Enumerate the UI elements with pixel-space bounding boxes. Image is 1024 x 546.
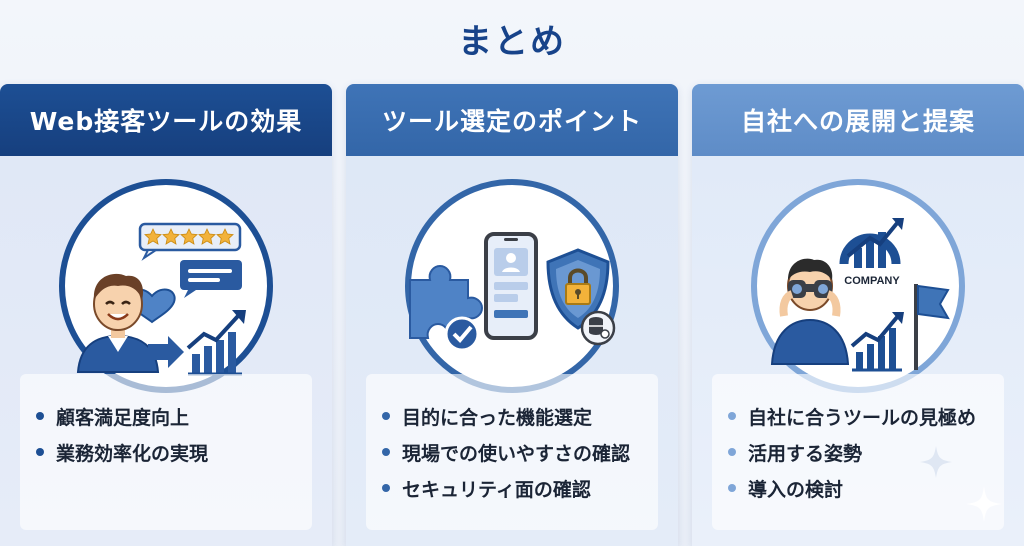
list-item: 顧客満足度向上 xyxy=(36,398,312,434)
list-item-text: 業務効率化の実現 xyxy=(56,442,209,465)
growth-chart-icon xyxy=(850,312,904,372)
person-icon xyxy=(76,273,160,373)
bullet-dot xyxy=(36,448,44,456)
list-item-text: 導入の検討 xyxy=(748,478,844,501)
list-item-text: 現場での使いやすさの確認 xyxy=(402,442,631,465)
illustration-tool-selection xyxy=(402,176,622,396)
point-list-box: 顧客満足度向上 業務効率化の実現 xyxy=(20,374,312,530)
flag-icon xyxy=(914,284,950,370)
list-item-text: 顧客満足度向上 xyxy=(56,406,190,429)
list-item: 現場での使いやすさの確認 xyxy=(382,434,658,470)
list-item: 自社に合うツールの見極め xyxy=(728,398,1004,434)
list-item: セキュリティ面の確認 xyxy=(382,470,658,506)
illustration-circle xyxy=(405,179,619,393)
list-item-text: セキュリティ面の確認 xyxy=(402,478,591,501)
sparkle-icon xyxy=(920,446,952,478)
bullet-dot xyxy=(382,484,390,492)
bullet-dot xyxy=(728,448,736,456)
illustration-company-deployment: COMPANY xyxy=(748,176,968,396)
speech-bubble-icon xyxy=(180,260,242,298)
list-item-text: 活用する姿勢 xyxy=(748,442,863,465)
card-web-customer-tool-effect: Web接客ツールの効果 xyxy=(0,84,332,546)
card-tool-selection-points: ツール選定のポイント xyxy=(346,84,678,546)
list-item: 目的に合った機能選定 xyxy=(382,398,658,434)
arrow-right-icon xyxy=(136,336,184,368)
card-heading: 自社への展開と提案 xyxy=(692,84,1024,156)
bullet-dot xyxy=(36,412,44,420)
card-heading: Web接客ツールの効果 xyxy=(0,84,332,156)
illustration-customer-service xyxy=(56,176,276,396)
list-item-text: 自社に合うツールの見極め xyxy=(748,406,977,429)
card-heading: ツール選定のポイント xyxy=(346,84,678,156)
person-binoculars-icon xyxy=(770,258,850,365)
page-title: まとめ xyxy=(458,22,566,62)
company-logo-icon: COMPANY xyxy=(839,218,904,287)
star-rating-icon xyxy=(138,222,242,261)
company-logo-text: COMPANY xyxy=(844,275,900,287)
illustration-circle: COMPANY xyxy=(751,179,965,393)
illustration-circle xyxy=(59,179,273,393)
database-icon xyxy=(580,310,616,346)
bullet-dot xyxy=(382,412,390,420)
shield-lock-icon xyxy=(546,248,610,330)
list-item: 業務効率化の実現 xyxy=(36,434,312,470)
bullet-dot xyxy=(728,412,736,420)
list-item: 導入の検討 xyxy=(728,470,1004,506)
checkmark-icon xyxy=(444,316,480,352)
list-item: 活用する姿勢 xyxy=(728,434,1004,470)
bullet-dot xyxy=(382,448,390,456)
point-list-box: 自社に合うツールの見極め 活用する姿勢 導入の検討 xyxy=(712,374,1004,530)
point-list-box: 目的に合った機能選定 現場での使いやすさの確認 セキュリティ面の確認 xyxy=(366,374,658,530)
smartphone-icon xyxy=(484,232,538,340)
sparkle-icon xyxy=(966,486,1002,522)
card-company-deployment: 自社への展開と提案 COMPANY xyxy=(692,84,1024,546)
list-item-text: 目的に合った機能選定 xyxy=(402,406,593,429)
bullet-dot xyxy=(728,484,736,492)
